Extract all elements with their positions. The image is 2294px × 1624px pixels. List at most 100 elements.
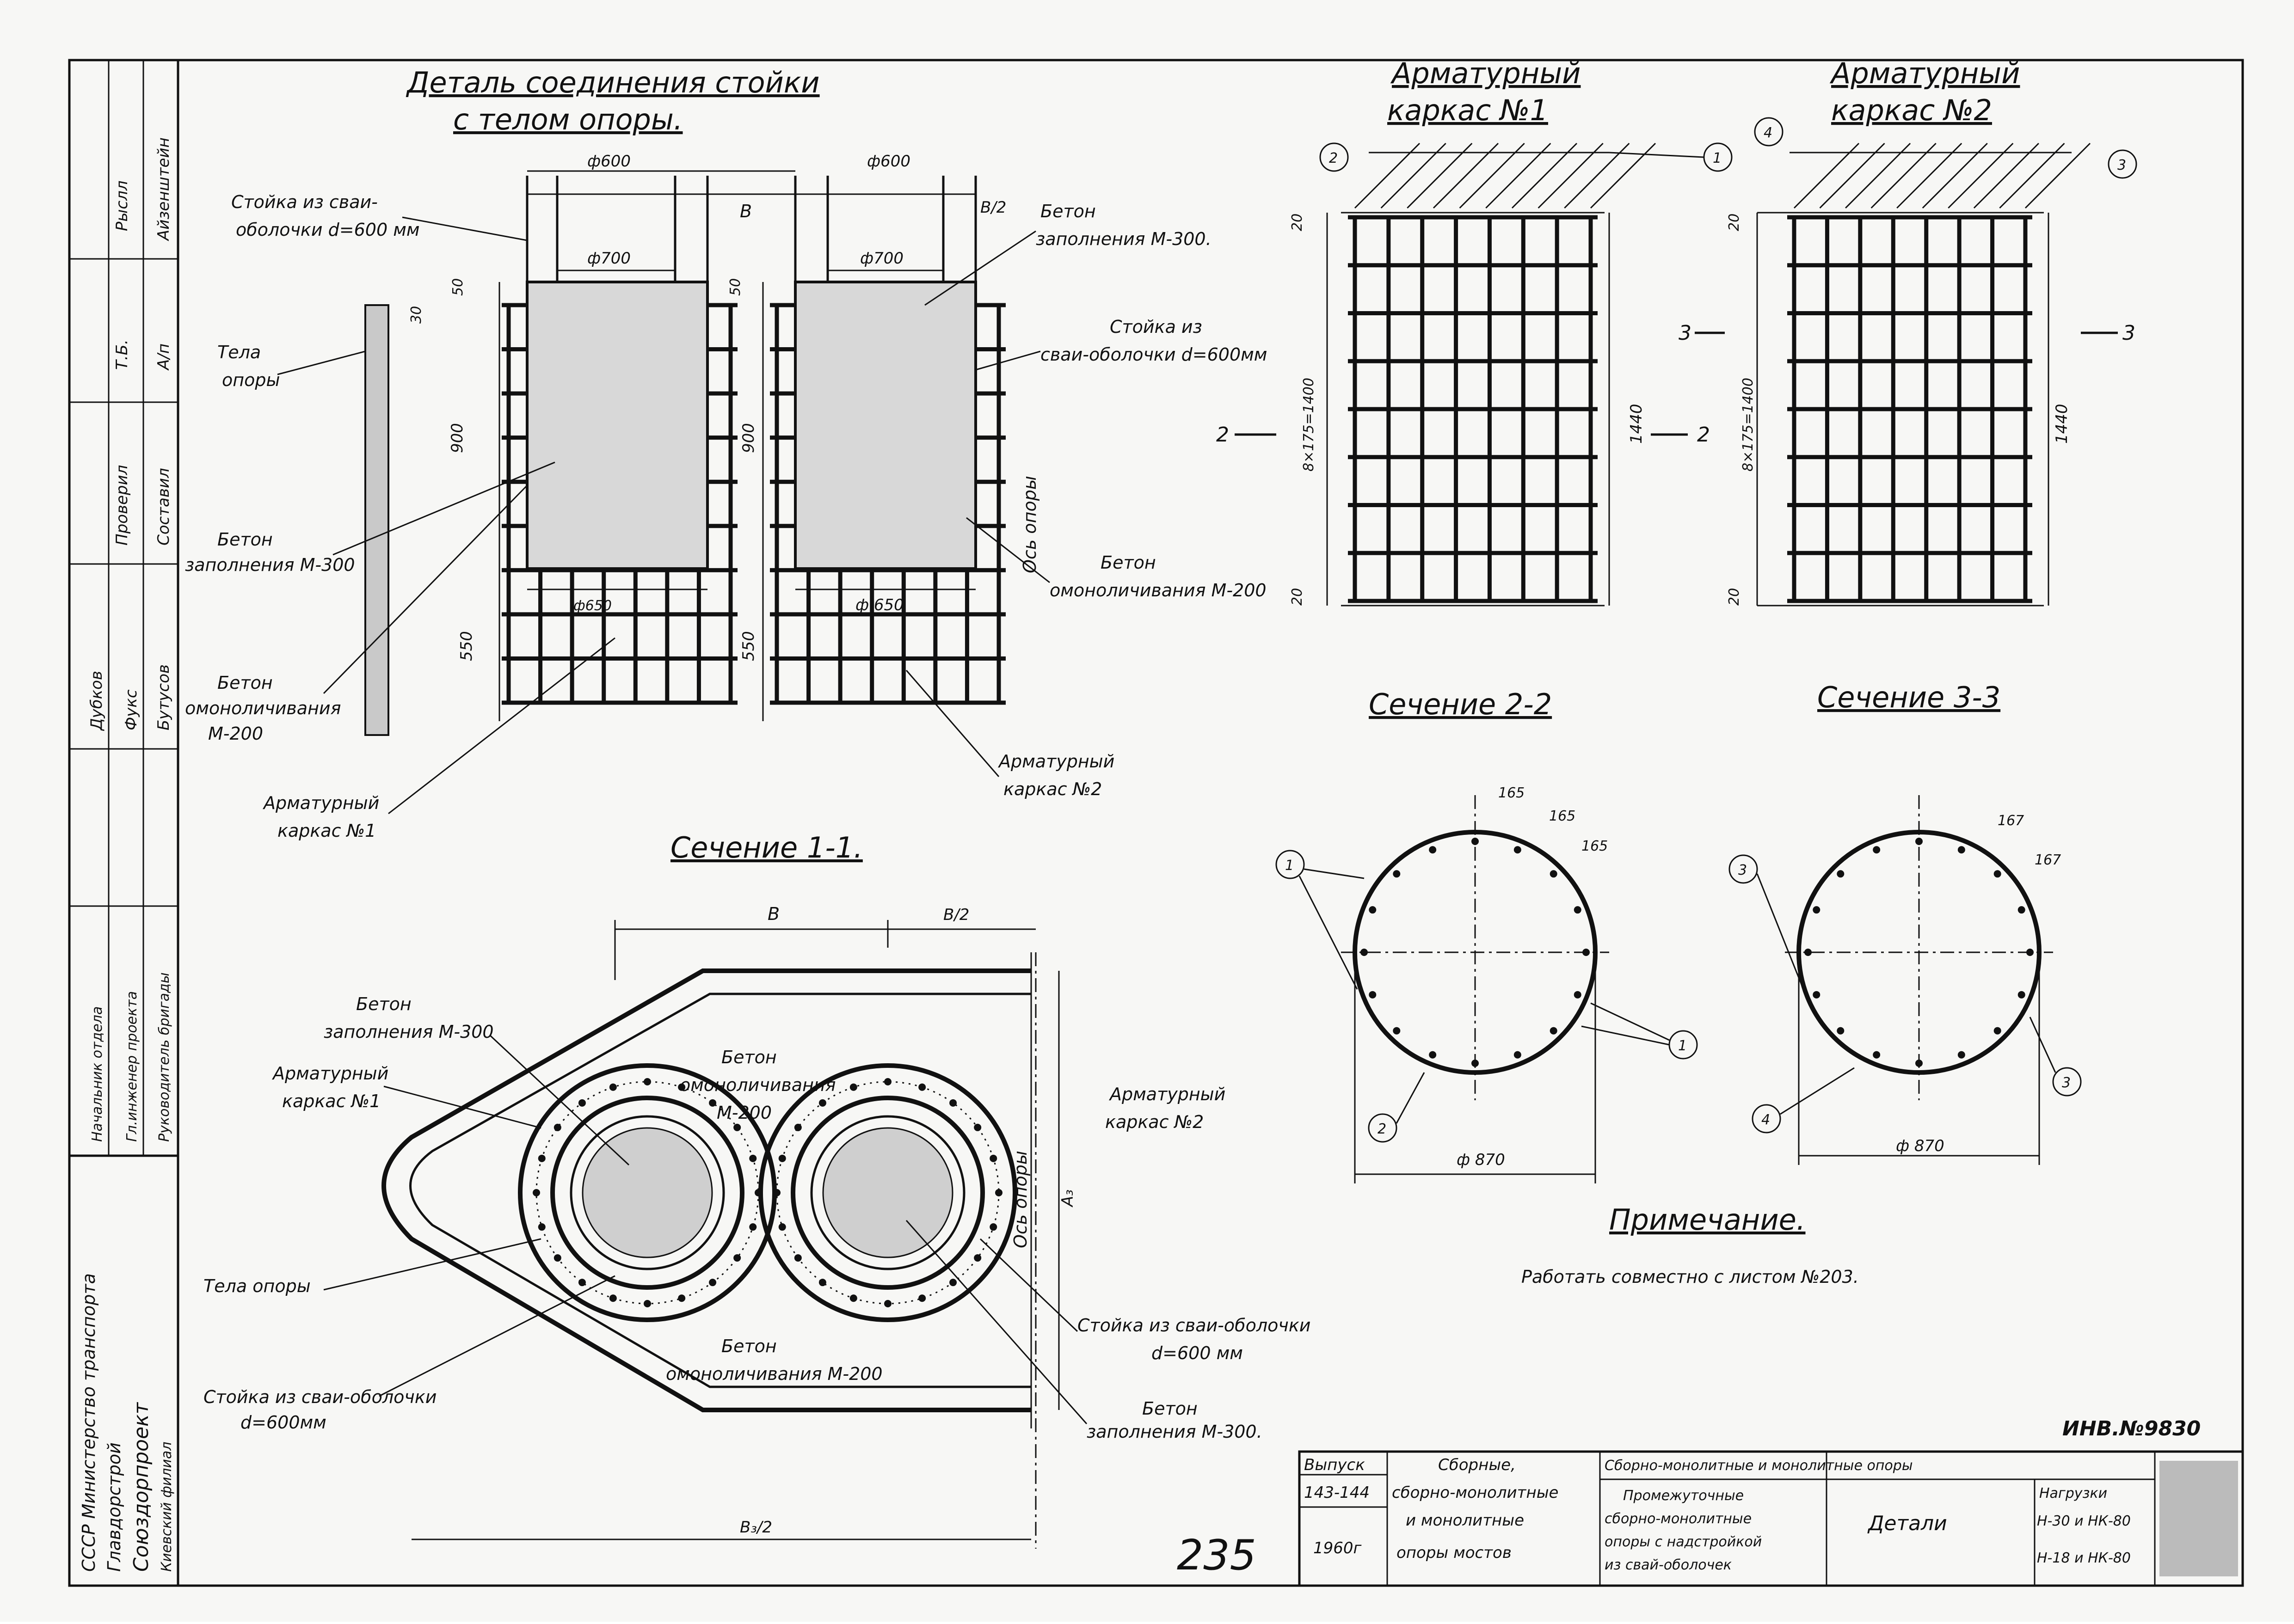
pile-right-shell-inner xyxy=(810,1115,966,1270)
sec11-dim-B: В xyxy=(768,904,780,924)
cage1-section-mark-right: 2 xyxy=(1697,423,1710,447)
pier-outline-outer xyxy=(381,968,1031,1412)
stamp-loads-1: Н-30 и НК-80 xyxy=(2037,1513,2131,1529)
detail-title-2: с телом опоры. xyxy=(453,103,683,136)
sec33-callout-3b xyxy=(2052,1067,2082,1097)
cage1-dim-1440: 1440 xyxy=(1627,404,1646,444)
sec11-dim-B3half: В₃/2 xyxy=(740,1518,772,1537)
rebar-bar-dot xyxy=(1837,1027,1845,1035)
rebar-bar-dot xyxy=(1513,1051,1521,1059)
sec11-fill-b-1: Бетон xyxy=(1142,1398,1198,1419)
sec22-callout-1-text: 1 xyxy=(1285,858,1294,874)
rebar-bar-dot xyxy=(644,1078,651,1085)
dim-50-right: 50 xyxy=(727,278,744,296)
dim-900-right: 900 xyxy=(739,423,758,453)
rebar-bar-dot xyxy=(1471,1060,1479,1067)
sec11-cage2-1: Арматурный xyxy=(1108,1084,1225,1104)
rebar-bar-dot xyxy=(709,1279,717,1287)
label-mono-3: М-200 xyxy=(208,723,263,744)
rebar-bar-dot xyxy=(884,1300,892,1307)
pile-right-outer xyxy=(758,1063,1017,1322)
rebar-bar-dot xyxy=(884,1078,892,1085)
hatch-line xyxy=(1922,142,1988,209)
side-role-6: Гл.инженер проекта xyxy=(124,991,140,1142)
label-cage2-1: Арматурный xyxy=(997,751,1114,772)
rebar-bar-dot xyxy=(2017,906,2025,914)
note-text: Работать совместно с листом №203. xyxy=(1521,1267,1859,1287)
rebar-bar-dot xyxy=(733,1254,741,1262)
rebar-bar-dot xyxy=(554,1254,561,1262)
cage2-dim-20-bottom: 20 xyxy=(1726,588,1742,606)
label-cage2-2: каркас №2 xyxy=(1003,779,1102,799)
sec11-mono-1: Бетон xyxy=(721,1047,777,1067)
dim-d600-left: ф600 xyxy=(587,152,631,171)
rebar-bar-dot xyxy=(794,1254,802,1262)
label-axis-detail: Ось опоры xyxy=(1020,476,1040,573)
rebar-bar-dot xyxy=(644,1300,651,1307)
rebar-bar-dot xyxy=(974,1254,982,1262)
rebar-bar-dot xyxy=(2026,949,2034,956)
label-body-1: Тела xyxy=(217,342,261,362)
hatch-line xyxy=(1511,142,1578,209)
side-name-2: А/п xyxy=(154,343,173,371)
cage2-section-mark-left: 3 xyxy=(1679,321,1691,345)
rebar-bar-dot xyxy=(918,1083,926,1091)
side-signature-1: Т.Б. xyxy=(113,339,131,370)
hatch-line xyxy=(1433,142,1499,209)
side-name-6: Бутусов xyxy=(154,664,173,730)
rebar-bar-dot xyxy=(533,1189,540,1196)
label-stand-r-2: сваи-оболочки d=600мм xyxy=(1040,344,1267,365)
detail-joint: Деталь соединения стойки с телом опоры. … xyxy=(185,66,1267,841)
dim-d650-left: ф650 xyxy=(573,598,612,614)
sec11-cage1-2: каркас №1 xyxy=(282,1091,381,1111)
cage2-title-2: каркас №2 xyxy=(1831,93,1992,127)
stamp-type-4: из свай-оболочек xyxy=(1605,1557,1732,1573)
hatch-line xyxy=(1380,142,1446,209)
label-stand-r-1: Стойка из xyxy=(1110,317,1202,337)
rebar-bar-dot xyxy=(818,1099,826,1107)
sec22-callout-1 xyxy=(1275,850,1305,879)
rebar-bar-dot xyxy=(1993,1027,2001,1035)
stamp-year: 1960г xyxy=(1313,1539,1362,1557)
stamp-issue-number: 143-144 xyxy=(1304,1483,1370,1502)
cage-1-view: Арматурный каркас №1 20 20 8×175=1400 14… xyxy=(1216,56,1733,607)
sec22-callout-2 xyxy=(1368,1113,1397,1143)
sec33-callout-3 xyxy=(1728,854,1758,884)
section-1-1: Сечение 1-1. В В/2 А₃ В₃/2 Ось опоры Бет… xyxy=(203,831,1310,1549)
cage1-section-mark-left: 2 xyxy=(1216,423,1229,447)
fill-concrete-right xyxy=(794,281,977,570)
pile-right-bars xyxy=(773,1078,1002,1307)
side-role-3: Проверил xyxy=(113,465,131,545)
sec33-callout-4 xyxy=(1752,1104,1781,1134)
cage1-dim-20-top: 20 xyxy=(1289,214,1305,231)
sec33-callout-3b-text: 3 xyxy=(2062,1075,2071,1091)
hatch-line xyxy=(2024,142,2091,209)
sec22-bars xyxy=(1360,838,1590,1067)
dim-B: В xyxy=(740,201,752,221)
label-body-2: опоры xyxy=(222,370,280,390)
title-block: ИНВ.№9830 Выпуск 143-144 1960г Сборные, … xyxy=(1177,1417,2244,1587)
rebar-bar-dot xyxy=(1574,991,1581,999)
hatch-line xyxy=(1354,142,1421,209)
cage2-callout-4-text: 4 xyxy=(1764,125,1772,141)
note-title: Примечание. xyxy=(1609,1203,1806,1237)
org-line-4: Киевский филиал xyxy=(159,1442,175,1572)
side-role-5: Начальник отдела xyxy=(89,1006,105,1142)
stamp-ink-blot xyxy=(2159,1461,2238,1576)
rebar-bar-dot xyxy=(949,1099,957,1107)
rebar-bar-dot xyxy=(1582,949,1590,956)
sec33-spacing-1: 167 xyxy=(1998,813,2024,829)
dim-B2: В/2 xyxy=(980,198,1006,217)
rebar-bar-dot xyxy=(538,1223,546,1231)
sec11-dim-A3: А₃ xyxy=(1058,1189,1077,1207)
rebar-bar-dot xyxy=(1957,846,1965,854)
section33-title: Сечение 3-3 xyxy=(1817,680,2000,714)
sec11-dim-B2: В/2 xyxy=(943,906,969,924)
rebar-bar-dot xyxy=(1837,870,1845,878)
hatch-line xyxy=(1407,142,1473,209)
sec22-callout-2-text: 2 xyxy=(1378,1121,1386,1137)
hatch-line xyxy=(1973,142,2039,209)
cage2-dim-1440: 1440 xyxy=(2053,404,2071,444)
dim-d600-right: ф600 xyxy=(867,152,910,171)
